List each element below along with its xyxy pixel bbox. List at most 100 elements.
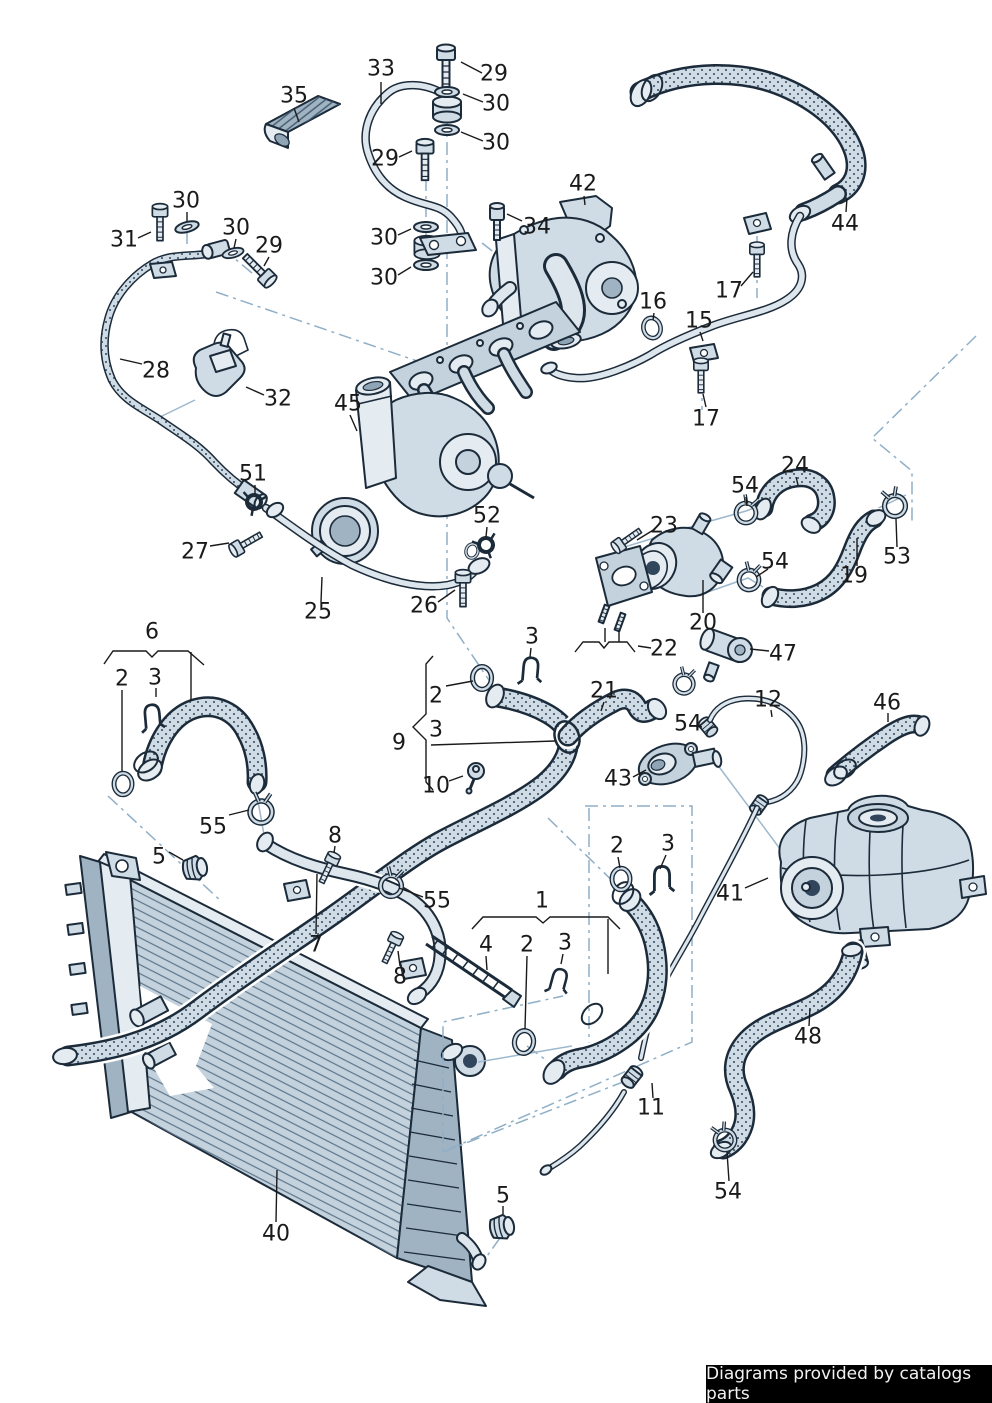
callout-leader-3 [529, 647, 532, 658]
callout-label-54: 54 [761, 550, 789, 575]
callout-label-2: 2 [429, 684, 443, 709]
callout-leader-34 [506, 213, 523, 222]
retainer-bracket-32 [192, 328, 249, 397]
callout-label-54: 54 [674, 712, 702, 737]
callout-leader-23 [636, 528, 656, 541]
valve-47 [673, 627, 753, 696]
callout-leader-52 [485, 526, 488, 538]
hose-48 [708, 939, 866, 1162]
callout-leader-8 [333, 845, 336, 854]
callout-leader-26 [437, 589, 456, 603]
callout-leader-41 [744, 877, 769, 889]
callout-label-54: 54 [714, 1180, 742, 1205]
callout-leader-54 [695, 725, 703, 728]
callout-leader-54 [745, 496, 748, 507]
hose-21 [52, 655, 668, 1069]
callout-label-45: 45 [334, 392, 362, 417]
callout-leader-5 [168, 851, 184, 861]
callout-label-48: 48 [794, 1025, 822, 1050]
callout-bracket [103, 650, 205, 666]
callout-leader-40 [275, 1169, 278, 1223]
callout-leader-47 [749, 648, 770, 652]
callout-leader-53 [895, 518, 898, 548]
callout-label-43: 43 [604, 767, 632, 792]
callout-leader-4 [485, 955, 488, 971]
callout-leader-44 [845, 197, 848, 213]
callout-label-12: 12 [754, 688, 782, 713]
callout-label-19: 19 [840, 564, 868, 589]
callout-label-3: 3 [661, 832, 675, 857]
callout-label-17: 17 [692, 407, 720, 432]
callout-label-52: 52 [473, 504, 501, 529]
callout-label-2: 2 [115, 667, 129, 692]
callout-label-29: 29 [371, 147, 399, 172]
callout-leader-12 [770, 709, 773, 718]
callout-leader-30 [397, 228, 412, 236]
callout-label-8: 8 [393, 965, 407, 990]
hose-44 [627, 61, 870, 224]
callout-label-5: 5 [496, 1184, 510, 1209]
callout-leader-29 [263, 256, 270, 267]
callout-label-42: 42 [569, 172, 597, 197]
callout-label-30: 30 [172, 189, 200, 214]
coolant-pipe-15 [540, 211, 807, 394]
callout-label-22: 22 [650, 637, 678, 662]
callout-leader-55 [228, 809, 250, 816]
footer-credit: Diagrams provided by catalogs parts [706, 1364, 992, 1403]
callout-leader-15 [699, 331, 704, 342]
gasket-bracket-22 [595, 524, 653, 633]
callout-label-51: 51 [239, 462, 267, 487]
callout-label-33: 33 [367, 57, 395, 82]
callout-label-23: 23 [650, 514, 678, 539]
callout-label-44: 44 [831, 212, 859, 237]
callout-label-16: 16 [639, 290, 667, 315]
callout-leader-29 [398, 150, 413, 158]
callout-label-34: 34 [523, 215, 551, 240]
callout-leader-35 [293, 107, 300, 123]
callout-label-2: 2 [520, 933, 534, 958]
bolt-34 [489, 202, 505, 241]
callout-leader-11 [651, 1082, 654, 1099]
callout-label-3: 3 [429, 718, 443, 743]
callout-label-5: 5 [152, 845, 166, 870]
callout-leader-3 [659, 854, 667, 870]
callout-leader-54 [755, 568, 769, 578]
callout-leader-24 [795, 476, 799, 486]
callout-bracket [471, 916, 621, 930]
sensor-10 [465, 762, 485, 795]
callout-leader-21 [600, 701, 605, 712]
callout-leader-16 [652, 312, 655, 321]
callout-label-24: 24 [781, 454, 809, 479]
coolant-pipe-25 [226, 490, 505, 608]
hose-6 [114, 693, 274, 824]
callout-label-4: 4 [479, 933, 493, 958]
callout-label-7: 7 [309, 933, 323, 958]
callout-label-26: 26 [410, 594, 438, 619]
callout-label-6: 6 [145, 620, 159, 645]
callout-leader-2 [524, 955, 528, 1030]
callout-leader-30 [233, 238, 237, 249]
callout-label-1: 1 [535, 889, 549, 914]
callout-label-32: 32 [264, 387, 292, 412]
callout-label-20: 20 [689, 611, 717, 636]
callout-leader-22 [637, 645, 652, 649]
callout-leader-10 [448, 775, 464, 782]
callout-leader-54 [726, 1151, 730, 1182]
callout-leader-17 [740, 271, 754, 287]
callout-label-30: 30 [370, 226, 398, 251]
callout-label-8: 8 [328, 824, 342, 849]
protective-sleeve-35 [263, 95, 341, 149]
callout-bracket [574, 641, 636, 653]
callout-leader-17 [702, 393, 707, 408]
callout-label-9: 9 [392, 731, 406, 756]
callout-label-3: 3 [558, 931, 572, 956]
callout-leader-30 [462, 93, 484, 103]
callout-label-30: 30 [482, 131, 510, 156]
hose-46 [823, 712, 932, 787]
callout-label-54: 54 [731, 474, 759, 499]
callout-label-11: 11 [637, 1096, 665, 1121]
callout-leader-29 [460, 61, 483, 74]
hose-1 [425, 864, 676, 1243]
